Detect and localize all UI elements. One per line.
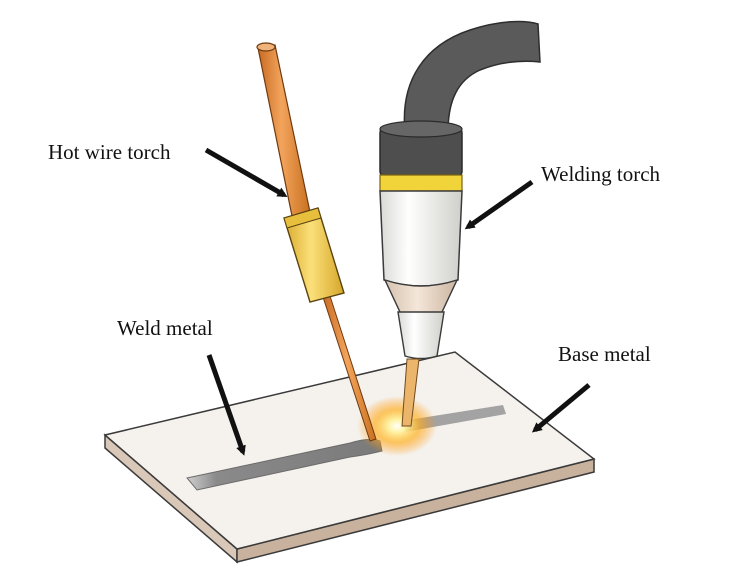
hot-wire-sleeve-band: [283, 207, 322, 229]
hot-wire-torch: [256, 42, 377, 442]
torch-tip: [397, 311, 445, 360]
arrow-weld-metal: [206, 354, 246, 456]
hot-wire-rod-tip: [256, 42, 276, 52]
arrow-base-metal: [531, 383, 591, 433]
label-welding-torch: Welding torch: [541, 162, 661, 186]
hot-wire-upper-rod: [257, 44, 311, 217]
label-weld-metal: Weld metal: [117, 316, 213, 340]
label-base-metal: Base metal: [558, 342, 651, 366]
torch-hose: [403, 20, 541, 133]
callout-arrows: [204, 147, 591, 456]
welding-torch: [379, 20, 541, 427]
torch-grip-cap: [379, 120, 463, 138]
label-hot-wire-torch: Hot wire torch: [48, 140, 171, 164]
arc-glow: [357, 396, 437, 456]
torch-yellow-band: [379, 174, 463, 192]
arrow-hot-wire-torch: [204, 147, 288, 198]
torch-body: [379, 190, 463, 287]
torch-electrode: [401, 358, 420, 427]
arrow-welding-torch: [464, 179, 534, 230]
